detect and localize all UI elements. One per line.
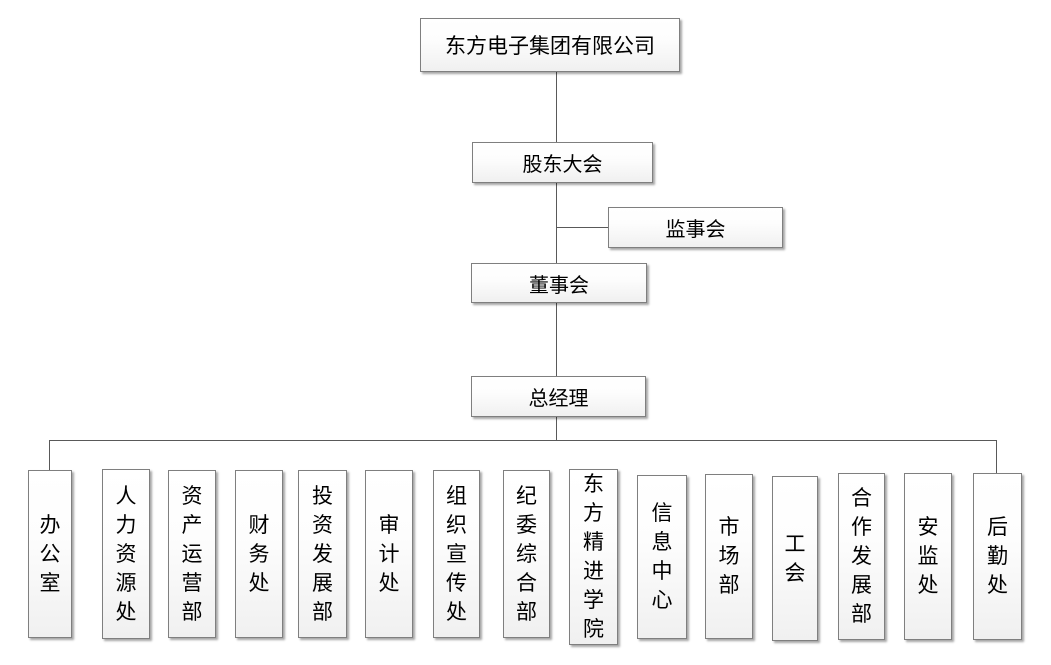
connector-bus-right-drop bbox=[996, 440, 997, 473]
dept-audit: 审计处 bbox=[365, 470, 413, 638]
node-board-of-directors: 董事会 bbox=[471, 263, 647, 303]
dept-human-resources-label: 人力资源处 bbox=[115, 483, 137, 624]
dept-investment-development-label: 投资发展部 bbox=[312, 483, 333, 624]
dept-asset-operations: 资产运营部 bbox=[168, 470, 216, 638]
dept-general-office-label: 办公室 bbox=[39, 512, 61, 595]
dept-discipline-inspection: 纪委综合部 bbox=[503, 470, 550, 638]
node-board-of-directors-label: 董事会 bbox=[529, 274, 589, 297]
dept-organization-publicity-label: 组织宣传处 bbox=[446, 483, 467, 624]
dept-dongfang-jingjin-academy-label: 东方精进学院 bbox=[583, 472, 604, 641]
dept-logistics: 后勤处 bbox=[973, 473, 1022, 640]
connector-branch-to-supervisory bbox=[557, 227, 608, 228]
dept-discipline-inspection-label: 纪委综合部 bbox=[516, 483, 537, 624]
dept-finance: 财务处 bbox=[235, 470, 283, 638]
connector-bus-left-drop bbox=[49, 440, 50, 470]
node-general-manager: 总经理 bbox=[471, 376, 646, 417]
node-shareholders-meeting: 股东大会 bbox=[472, 142, 653, 183]
dept-logistics-label: 后勤处 bbox=[987, 515, 1008, 597]
dept-marketing: 市场部 bbox=[705, 474, 753, 639]
dept-dongfang-jingjin-academy: 东方精进学院 bbox=[569, 469, 618, 645]
node-general-manager-label: 总经理 bbox=[528, 388, 589, 410]
dept-organization-publicity: 组织宣传处 bbox=[433, 470, 480, 638]
dept-information-center: 信息中心 bbox=[637, 475, 687, 639]
dept-human-resources: 人力资源处 bbox=[102, 469, 150, 639]
dept-information-center-label: 信息中心 bbox=[651, 501, 673, 612]
connector-shareholders-to-board bbox=[556, 183, 557, 263]
dept-labor-union: 工会 bbox=[772, 476, 818, 641]
dept-cooperation-development-label: 合作发展部 bbox=[851, 486, 872, 626]
node-shareholders-meeting-label: 股东大会 bbox=[522, 154, 603, 176]
dept-labor-union-label: 工会 bbox=[784, 531, 806, 585]
dept-safety-supervision: 安监处 bbox=[904, 473, 952, 640]
dept-safety-supervision-label: 安监处 bbox=[917, 515, 939, 597]
node-company: 东方电子集团有限公司 bbox=[420, 18, 680, 72]
connector-bus-horizontal bbox=[49, 440, 997, 441]
node-supervisory-board: 监事会 bbox=[608, 207, 783, 248]
dept-audit-label: 审计处 bbox=[378, 512, 400, 595]
dept-marketing-label: 市场部 bbox=[718, 515, 740, 597]
connector-gm-to-bus bbox=[556, 417, 557, 440]
connector-board-to-gm bbox=[556, 303, 557, 376]
dept-investment-development: 投资发展部 bbox=[298, 470, 347, 638]
node-company-label: 东方电子集团有限公司 bbox=[445, 34, 655, 58]
dept-general-office: 办公室 bbox=[28, 470, 72, 638]
node-supervisory-board-label: 监事会 bbox=[665, 219, 726, 241]
dept-finance-label: 财务处 bbox=[248, 512, 270, 595]
connector-company-to-shareholders bbox=[556, 72, 557, 142]
dept-asset-operations-label: 资产运营部 bbox=[181, 483, 203, 624]
dept-cooperation-development: 合作发展部 bbox=[838, 473, 885, 640]
